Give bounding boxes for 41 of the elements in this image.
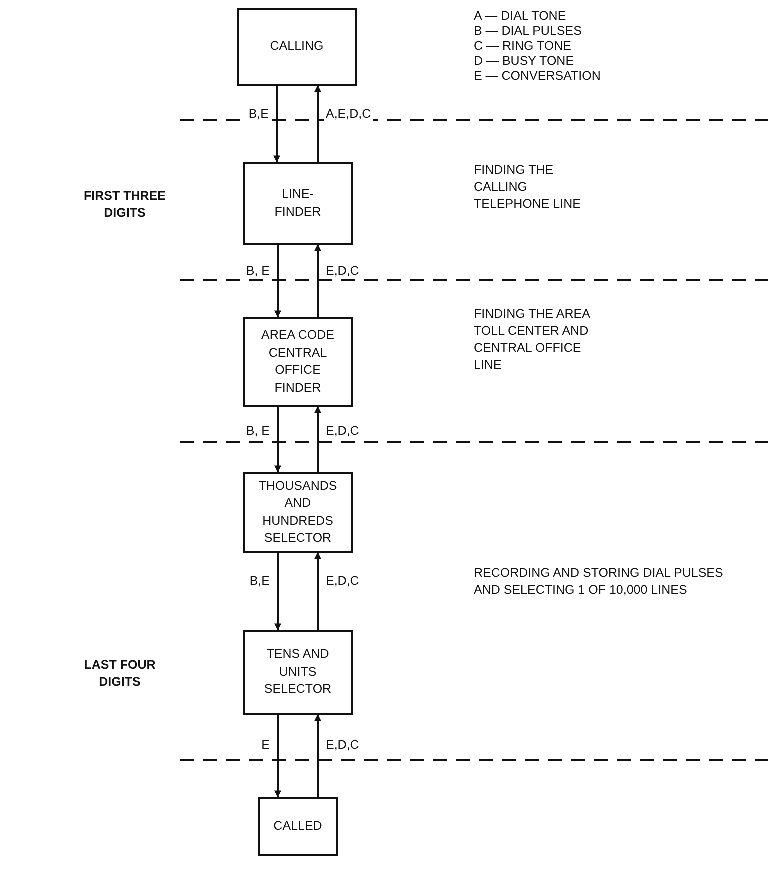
edge-label: E,D,C — [324, 738, 362, 754]
box-label: AREA CODE CENTRAL OFFICE FINDER — [260, 327, 336, 396]
note-text: E — CONVERSATION — [474, 68, 602, 85]
edge-label: A,E,D,C — [324, 106, 374, 122]
process-box — [243, 630, 353, 715]
edge-label: B,E — [248, 574, 272, 590]
edge-label: B, E — [244, 264, 272, 280]
box-label: THOUSANDS AND HUNDREDS SELECTOR — [258, 478, 338, 547]
note-text: C — RING TONE — [474, 38, 572, 55]
process-box — [237, 8, 357, 86]
section-label: FIRST THREE DIGITS — [83, 188, 167, 222]
box-label: CALLING — [270, 38, 324, 56]
arrow — [314, 552, 322, 630]
arrow — [314, 85, 322, 162]
box-label: TENS AND UNITS SELECTOR — [263, 646, 333, 698]
edge-label: B,E — [246, 106, 271, 122]
note-text: RECORDING AND STORING DIAL PULSES AND SELECTING 1 OF 10,000 LINES — [474, 565, 724, 599]
arrow — [274, 553, 282, 631]
arrow — [314, 406, 322, 472]
box-label: CALLED — [274, 818, 322, 835]
edge-label: B, E — [244, 424, 272, 439]
box-label: LINE- FINDER — [274, 186, 322, 220]
arrow — [274, 407, 282, 473]
process-box — [243, 317, 353, 407]
section-label: LAST FOUR DIGITS — [83, 657, 157, 691]
process-box — [243, 162, 353, 245]
note-text: D — BUSY TONE — [474, 53, 576, 70]
arrow — [274, 245, 282, 318]
arrow — [314, 714, 322, 797]
arrow — [274, 715, 282, 798]
arrow — [314, 244, 322, 317]
edge-label: E,D,C — [324, 264, 362, 280]
note-text: A — DIAL TONE — [474, 8, 568, 25]
arrow — [274, 86, 280, 163]
note-text: FINDING THE AREA TOLL CENTER AND CENTRAL OFFICE LINE — [474, 306, 592, 374]
note-text: FINDING THE CALLING TELEPHONE LINE — [474, 162, 582, 213]
edge-label: E,D,C — [324, 424, 362, 439]
note-text: B — DIAL PULSES — [474, 23, 583, 40]
process-box — [243, 472, 353, 553]
process-box — [258, 797, 338, 856]
edge-label: E,D,C — [324, 574, 362, 590]
